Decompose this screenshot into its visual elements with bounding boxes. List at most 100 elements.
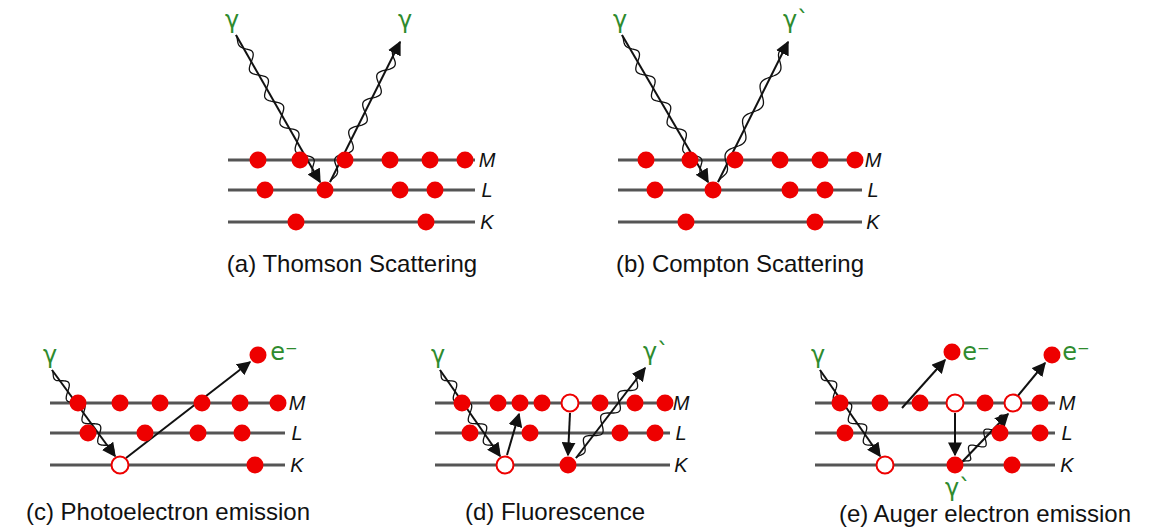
electron-hole xyxy=(562,395,579,412)
shell-label: M xyxy=(865,150,882,170)
shell-label: M xyxy=(1059,393,1076,413)
transition-arrow xyxy=(962,414,1008,462)
electron xyxy=(247,457,264,474)
electron xyxy=(847,152,864,169)
shell-label: M xyxy=(479,150,496,170)
electron xyxy=(612,425,629,442)
electron xyxy=(137,425,154,442)
electron xyxy=(512,395,529,412)
electron xyxy=(560,457,577,474)
electron xyxy=(534,395,551,412)
electron xyxy=(944,344,961,361)
electron-shell xyxy=(228,221,475,224)
photon-wave xyxy=(52,370,115,456)
electron xyxy=(317,182,334,199)
particle-label: γ xyxy=(613,8,627,32)
electron xyxy=(292,152,309,169)
particle-label: e⁻ xyxy=(270,340,297,364)
electron xyxy=(592,395,609,412)
particle-label: γ xyxy=(225,8,239,32)
electron xyxy=(288,214,305,231)
shell-label: K xyxy=(674,455,687,475)
photon-wave xyxy=(962,414,1008,462)
transition-arrow xyxy=(568,413,570,455)
electron xyxy=(837,425,854,442)
shell-label: K xyxy=(290,455,303,475)
electron-hole xyxy=(877,457,894,474)
electron xyxy=(250,347,267,364)
electron xyxy=(422,152,439,169)
shell-label: L xyxy=(675,423,686,443)
electron xyxy=(872,395,889,412)
electron xyxy=(522,425,539,442)
electron xyxy=(392,182,409,199)
shell-label: K xyxy=(866,212,879,232)
particle-label: γ xyxy=(398,8,412,32)
electron xyxy=(705,182,722,199)
photon-wave xyxy=(576,368,645,458)
shell-label: L xyxy=(481,180,492,200)
electron xyxy=(257,182,274,199)
transition-arrow xyxy=(236,35,320,182)
electron xyxy=(337,152,354,169)
panel-caption: (a) Thomson Scattering xyxy=(227,252,477,276)
panel-caption: (b) Compton Scattering xyxy=(616,252,864,276)
electron xyxy=(152,395,169,412)
panel-caption: (c) Photoelectron emission xyxy=(26,500,310,524)
electron xyxy=(1004,457,1021,474)
transition-arrow xyxy=(52,370,115,456)
electron xyxy=(912,395,929,412)
transition-arrow xyxy=(718,42,788,182)
transition-arrow xyxy=(576,368,645,458)
electron-hole xyxy=(497,457,514,474)
electron xyxy=(1044,347,1061,364)
particle-label: e⁻ xyxy=(962,340,989,364)
electron xyxy=(992,425,1009,442)
electron xyxy=(657,395,674,412)
electron xyxy=(457,152,474,169)
electron xyxy=(638,152,655,169)
particle-label: e⁻ xyxy=(1062,340,1089,364)
electron xyxy=(427,182,444,199)
electron xyxy=(112,395,129,412)
electron xyxy=(454,395,471,412)
photon-wave xyxy=(718,42,788,182)
transition-arrow xyxy=(330,42,400,182)
shell-label: L xyxy=(867,180,878,200)
electron xyxy=(812,152,829,169)
electron xyxy=(772,152,789,169)
particle-label: γ` xyxy=(783,8,809,32)
particle-label: γ` xyxy=(643,340,669,364)
shell-label: L xyxy=(1061,423,1072,443)
electron xyxy=(418,214,435,231)
photon-wave xyxy=(330,42,400,182)
electron xyxy=(1032,395,1049,412)
electron xyxy=(232,395,249,412)
electron xyxy=(647,425,664,442)
electron-hole xyxy=(112,457,129,474)
electron xyxy=(270,395,287,412)
electron xyxy=(70,395,87,412)
particle-label: γ xyxy=(43,343,57,367)
photon-wave xyxy=(236,35,320,182)
electron-shell xyxy=(618,221,862,224)
electron-shell xyxy=(435,464,670,467)
transition-arrow xyxy=(622,35,708,182)
electron xyxy=(682,152,699,169)
transition-arrow xyxy=(126,362,250,458)
shell-label: M xyxy=(289,393,306,413)
photon-wave xyxy=(622,35,708,182)
electron xyxy=(382,152,399,169)
electron xyxy=(947,457,964,474)
photon-wave xyxy=(820,370,880,456)
electron xyxy=(234,425,251,442)
electron xyxy=(647,182,664,199)
transition-arrow xyxy=(954,413,956,455)
transition-arrow xyxy=(820,370,880,456)
electron xyxy=(462,425,479,442)
transition-arrow xyxy=(1016,363,1045,398)
transition-arrow xyxy=(507,414,519,455)
particle-label: γ` xyxy=(945,476,971,500)
electron xyxy=(190,425,207,442)
shell-label: K xyxy=(480,212,493,232)
